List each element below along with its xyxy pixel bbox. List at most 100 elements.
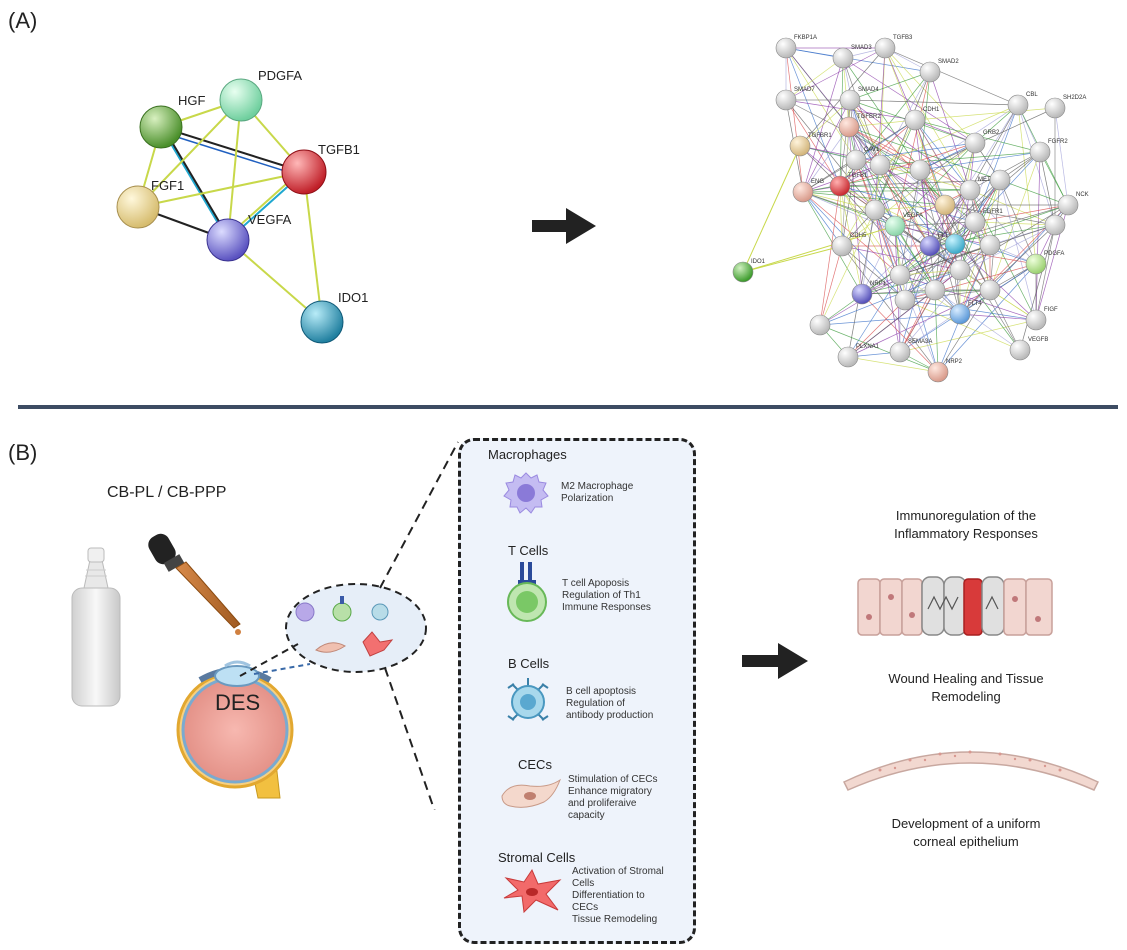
cell-desc-stromal: Activation of Stromal Cells Differentiat… [572,866,664,925]
large-node-label: TGFBR2 [857,114,881,120]
large-node-label: CBL [1026,92,1038,98]
node-tgfb1: TGFB1 [281,142,360,195]
large-node-ido1: IDO1 [732,259,766,283]
large-node [924,279,946,301]
large-node-nrp2: NRP2 [927,359,963,383]
large-node-label: FKBP1A [794,35,817,41]
large-node-label: TGFB3 [893,35,913,41]
large-node-label: ENG [811,179,824,185]
dropper-icon [148,533,241,635]
large-node-fgfr2: FGFR2 [1029,139,1068,163]
eye-label: DES [215,690,261,715]
large-node [979,234,1001,256]
large-node-nrp1: NRP1 [851,281,887,305]
large-node-vegfb: VEGFB [1009,337,1048,361]
large-node-vegfa: VEGFA [884,213,923,237]
large-node-label: CAV1 [864,147,880,153]
large-node-sema3a: SEMA3A [889,339,932,363]
large-node-label: FGFR1 [983,209,1003,215]
large-node [949,259,971,281]
cell-desc-b-cells: B cell apoptosis Regulation of antibody … [566,686,654,721]
large-node [909,159,931,181]
node-ido1-label: IDO1 [338,290,368,305]
large-node-smad4: SMAD4 [839,87,879,111]
large-node [894,289,916,311]
panel-b-label: (B) [8,440,38,465]
large-node-flt1: FLT1 [919,233,952,257]
large-node [1044,214,1066,236]
node-fgf1-label: FGF1 [151,178,184,193]
large-node-tgfbr2: TGFBR2 [838,114,881,138]
small-network: HGF PDGFA TGFB1 FGF1 VEGFA IDO1 FKBP1ASM… [116,35,1089,383]
large-node-smad3: SMAD3 [832,45,872,69]
cells-ellipse [285,583,427,673]
corneal-arc-icon [842,750,1100,791]
large-node-tgfb1: TGFB1 [829,173,868,197]
cell-desc-macrophages: M2 Macrophage Polarization [561,481,634,504]
node-fgf1: FGF1 [116,178,184,229]
cell-title-b-cells: B Cells [508,656,550,671]
cec-cell-icon [501,778,562,808]
stromal-cell-icon [503,868,562,914]
cell-title-stromal: Stromal Cells [498,850,576,865]
large-node-label: TGFB1 [848,173,868,179]
large-node [989,169,1011,191]
panel-a-label: (A) [8,8,38,33]
eye-illustration [71,441,459,810]
large-node-sh2d2a: SH2D2A [1044,95,1086,119]
large-node-label: SMAD7 [794,87,815,93]
large-node-label: SMAD2 [938,59,959,65]
t-cell-icon [507,562,547,622]
treatment-label: CB-PL / CB-PPP [107,484,227,501]
cell-desc-cecs: Stimulation of CECs Enhance migratory an… [568,774,658,821]
large-node-label: SH2D2A [1063,95,1086,101]
large-node-met: MET [959,177,991,201]
large-node-label: NRP2 [946,359,963,365]
large-node [934,194,956,216]
large-node-label: PDGFA [1044,251,1064,257]
macrophage-icon [503,472,549,514]
node-vegfa: VEGFA [206,212,292,262]
large-node-label: FLT4 [968,301,982,307]
large-node-label: IDO1 [751,259,766,265]
outcome-wound-healing: Wound Healing and Tissue Remodeling [888,671,1044,704]
large-node-label: SMAD3 [851,45,872,51]
large-node-nck: NCK [1057,192,1089,216]
large-node-figf: FIGF [1025,307,1058,331]
large-node-plxna1: PLXNA1 [837,344,880,368]
panel-separator [18,405,1118,409]
cell-title-t-cells: T Cells [508,543,549,558]
large-node-label: VEGFA [903,213,923,219]
cell-desc-t-cells: T cell Apoposis Regulation of Th1 Immune… [562,578,651,613]
large-node-cbl: CBL [1007,92,1038,116]
arrow-right-icon [742,643,808,679]
large-node [944,233,966,255]
node-ido1: IDO1 [300,290,368,344]
large-node-cdh1: CDH1 [904,107,940,131]
outcome-epithelium: Development of a uniform corneal epithel… [891,816,1041,849]
large-node [979,279,1001,301]
large-node-pdgfa: PDGFA [1025,251,1064,275]
large-node-label: FGFR2 [1048,139,1068,145]
node-tgfb1-label: TGFB1 [318,142,360,157]
large-node-tgfb3: TGFB3 [874,35,913,59]
large-node-tgfbr1: TGFBR1 [789,133,832,157]
large-node-label: GRB2 [983,130,1000,136]
outcome-immunoregulation: Immunoregulation of the Inflammatory Res… [894,508,1038,541]
large-node-label: TGFBR1 [808,133,832,139]
eye-icon [176,660,294,799]
eye-drop-bottle-icon [71,547,121,707]
large-node-fgfr1: FGFR1 [964,209,1003,233]
node-pdgfa-label: PDGFA [258,68,302,83]
node-pdgfa: PDGFA [219,68,302,122]
large-node-cdh5: CDH5 [831,233,867,257]
arrow-right-icon [532,208,596,244]
large-node-label: CDH5 [850,233,867,239]
cell-title-macrophages: Macrophages [488,447,567,462]
large-node [889,264,911,286]
large-node-label: FIGF [1044,307,1058,313]
large-node [809,314,831,336]
cell-title-cecs: CECs [518,757,552,772]
large-node-fkbp1a: FKBP1A [775,35,817,59]
large-node-label: CDH1 [923,107,940,113]
